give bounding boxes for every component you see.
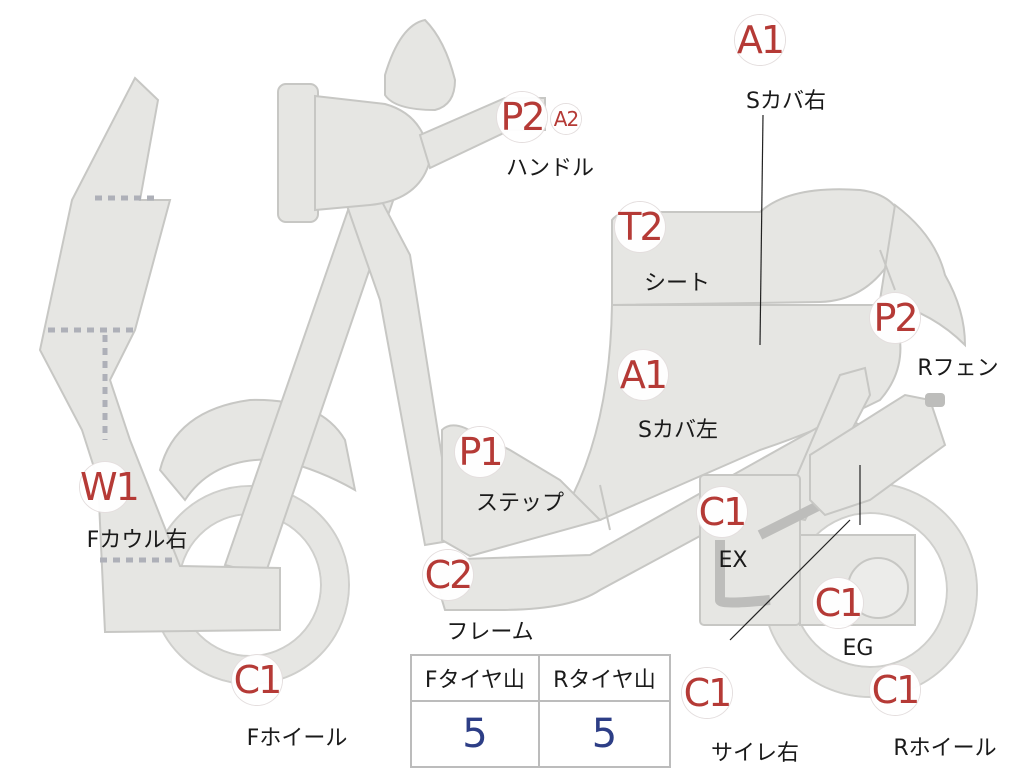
- part-label: Fホイール: [246, 726, 348, 751]
- code-badge: C2: [423, 550, 473, 600]
- handle-body: [314, 94, 432, 212]
- part-label: EX: [718, 548, 748, 573]
- code-badge-small: A2: [551, 104, 581, 134]
- part-label: サイレ右: [710, 741, 800, 766]
- tire-tread-table: Fタイヤ山 Rタイヤ山 5 5: [410, 654, 672, 768]
- part-label: シート: [643, 271, 711, 296]
- part-label: ステップ: [475, 491, 565, 516]
- headlight: [277, 83, 319, 223]
- part-label: ハンドル: [505, 156, 595, 181]
- code-badge: T2: [615, 202, 665, 252]
- code-badge: P1: [455, 427, 505, 477]
- code-badge: C1: [870, 665, 920, 715]
- windscreen: [384, 18, 457, 112]
- code-badge: P2: [497, 92, 547, 142]
- steering-tube: [343, 196, 457, 547]
- f-tire-value: 5: [410, 700, 540, 768]
- muffler: [809, 393, 947, 517]
- code-badge: A1: [618, 350, 668, 400]
- code-badge: A1: [735, 15, 785, 65]
- r-tire-value: 5: [537, 700, 672, 768]
- part-label: Fカウル右: [86, 528, 188, 553]
- r-tire-header: Rタイヤ山: [537, 654, 672, 702]
- code-badge: C1: [697, 487, 747, 537]
- code-badge: C1: [682, 668, 732, 718]
- code-badge: C1: [813, 578, 863, 628]
- exhaust-pipe: [715, 540, 771, 608]
- code-badge: W1: [80, 462, 140, 512]
- part-label: Rホイール: [893, 736, 997, 761]
- code-badge: C1: [232, 655, 282, 705]
- f-tire-header: Fタイヤ山: [410, 654, 540, 702]
- part-label: Rフェン: [917, 356, 999, 381]
- part-label: フレーム: [446, 620, 534, 645]
- part-label: EG: [842, 636, 874, 661]
- part-label: Sカバ左: [638, 418, 718, 443]
- part-label: Sカバ右: [746, 89, 826, 114]
- code-badge: P2: [870, 293, 920, 343]
